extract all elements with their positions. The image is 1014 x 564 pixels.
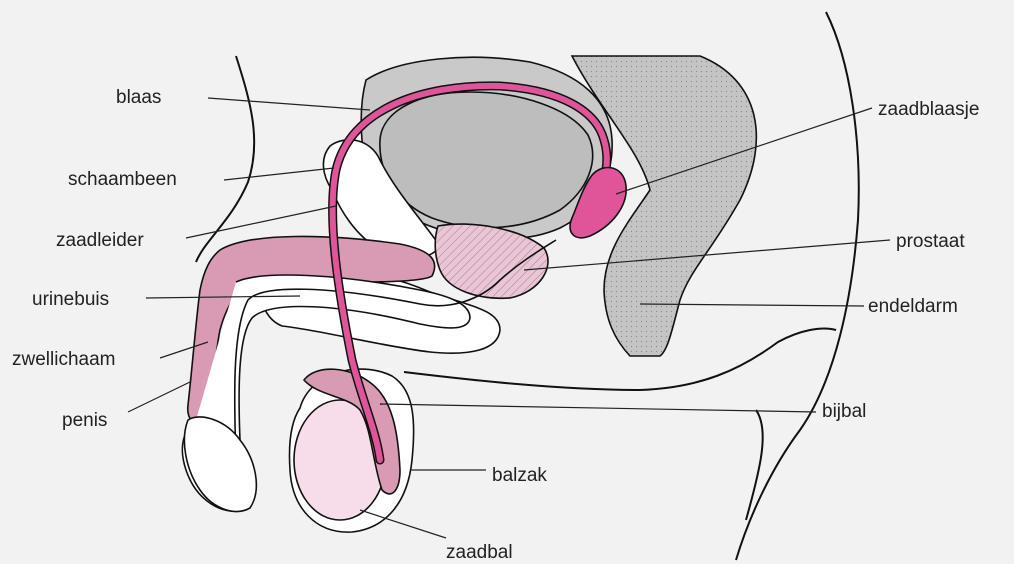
label-blaas: blaas bbox=[116, 88, 161, 107]
label-penis: penis bbox=[62, 411, 107, 430]
label-zaadbal: zaadbal bbox=[446, 543, 513, 562]
leader-penis bbox=[128, 382, 190, 412]
leader-blaas bbox=[208, 98, 370, 110]
leader-bijbal bbox=[380, 404, 816, 412]
buttock-line bbox=[746, 410, 763, 520]
label-balzak: balzak bbox=[492, 466, 547, 485]
abdomen-contour bbox=[196, 56, 254, 262]
label-bijbal: bijbal bbox=[822, 402, 866, 421]
label-prostaat: prostaat bbox=[896, 232, 965, 251]
leader-zaadleider bbox=[186, 206, 336, 238]
label-zaadleider: zaadleider bbox=[56, 231, 144, 250]
label-zaadblaasje: zaadblaasje bbox=[878, 100, 979, 119]
back-contour bbox=[736, 12, 859, 560]
label-endeldarm: endeldarm bbox=[868, 297, 958, 316]
leader-schaambeen bbox=[224, 168, 334, 180]
label-schaambeen: schaambeen bbox=[68, 170, 177, 189]
label-zwellichaam: zwellichaam bbox=[12, 350, 115, 369]
glans-shape bbox=[184, 417, 256, 511]
label-urinebuis: urinebuis bbox=[32, 290, 109, 309]
